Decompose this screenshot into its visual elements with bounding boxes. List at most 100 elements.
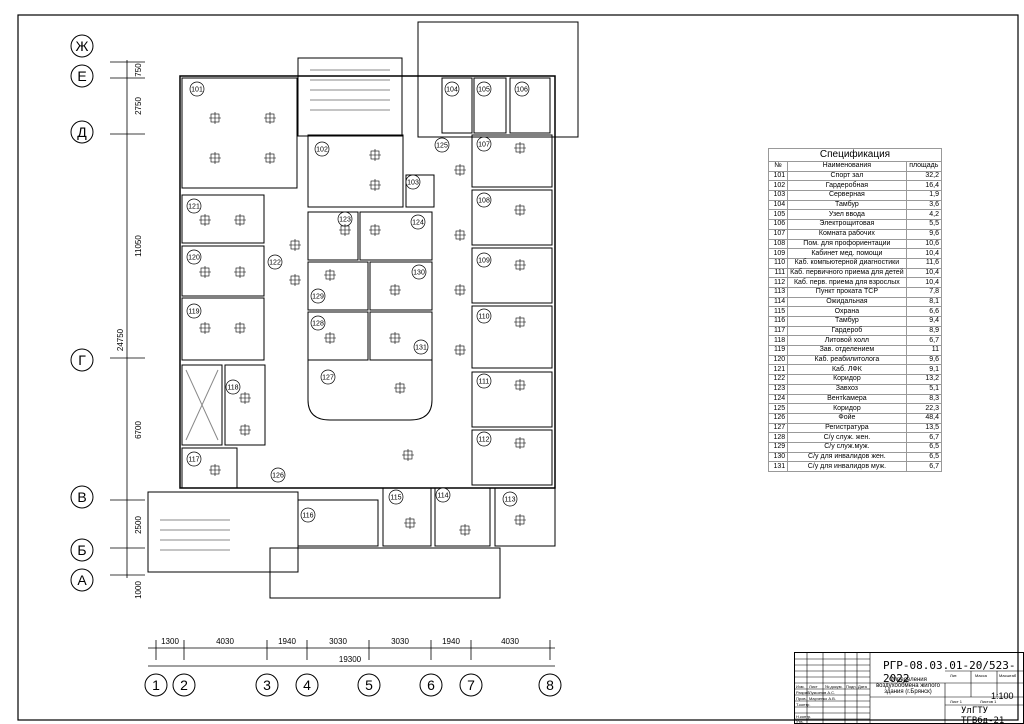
room-area: 13,5 [905, 422, 943, 434]
room-name: Охрана [787, 306, 907, 317]
room-name: Фойе [787, 412, 907, 424]
room-number: 121 [188, 204, 200, 211]
room-number: 102 [316, 147, 328, 154]
dimension-horizontal: 4030 [216, 637, 234, 646]
air-diffuser-icon [264, 112, 276, 124]
room-tag: 105 [476, 81, 492, 97]
list-label: Лист [809, 684, 818, 689]
sheets-label: Листов 1 [980, 699, 997, 704]
room-number: 116 [302, 513, 313, 520]
air-diffuser-icon [289, 239, 301, 251]
room-area: 9,4 [905, 316, 943, 327]
room-name: С/у для инвалидов жен. [787, 451, 907, 463]
room-area: 7,8 [905, 286, 943, 298]
axis-number: 1 [152, 677, 160, 693]
room-tag: 107 [476, 136, 492, 152]
room-number: 105 [478, 87, 490, 94]
room-number: 128 [312, 321, 324, 328]
room-tag: 101 [189, 81, 205, 97]
room-number: 102 [767, 180, 789, 192]
room-area: 6,5 [905, 441, 943, 453]
room-number: 114 [437, 493, 448, 500]
utv-label: Утв. [796, 719, 804, 724]
room-number: 117 [767, 325, 789, 337]
dimension-horizontal: 3030 [391, 637, 409, 646]
room-area: 3,6 [905, 199, 943, 211]
room-number: 119 [188, 309, 199, 316]
room-tag: 128 [310, 315, 326, 331]
axis-number-bubble: 3 [255, 673, 279, 697]
room-area: 10,4 [905, 248, 943, 259]
room-area: 10,4 [905, 267, 943, 279]
air-diffuser-icon [369, 149, 381, 161]
room-number: 126 [272, 473, 284, 480]
room-tag: 117 [186, 451, 202, 467]
air-diffuser-icon [209, 112, 221, 124]
room-tag: 111 [476, 373, 492, 389]
dimension-vertical: 2500 [134, 516, 143, 534]
room-area: 9,6 [905, 354, 943, 366]
axis-number: 7 [467, 677, 475, 693]
room-name: Тамбур [787, 316, 907, 327]
air-diffuser-icon [389, 284, 401, 296]
room-number: 123 [767, 383, 789, 395]
room-tag: 104 [444, 81, 460, 97]
room-area: 9,6 [905, 228, 943, 240]
axis-letter-bubble: Д [70, 120, 94, 144]
room-tag: 114 [435, 487, 451, 503]
axis-number: 2 [180, 677, 188, 693]
room-number: 106 [516, 87, 528, 94]
room-number: 127 [322, 375, 334, 382]
room-number: 124 [767, 393, 789, 405]
room-tag: 103 [405, 174, 421, 190]
spec-header-number: № [767, 161, 789, 172]
room-area: 1,9 [905, 190, 943, 201]
room-tag: 102 [314, 141, 330, 157]
air-diffuser-icon [454, 284, 466, 296]
dimension-horizontal: 1940 [278, 637, 296, 646]
room-tag: 129 [310, 288, 326, 304]
air-diffuser-icon [514, 316, 526, 328]
room-area: 10,4 [905, 277, 943, 288]
razrab-label: Разраб. [796, 690, 811, 695]
dimension-horizontal: 3030 [329, 637, 347, 646]
room-number: 131 [415, 345, 427, 352]
room-name: Кабинет мед. помощи [787, 248, 907, 259]
air-diffuser-icon [339, 224, 351, 236]
walls [147, 21, 579, 599]
room-number: 130 [767, 451, 789, 463]
room-area: 48,4 [905, 412, 943, 424]
room-number: 107 [767, 228, 789, 240]
room-number: 104 [767, 199, 789, 211]
air-diffuser-icon [239, 424, 251, 436]
spec-title: Спецификация [768, 148, 942, 162]
spec-header-area: площадь [905, 161, 943, 172]
dimension-vertical: 11050 [134, 235, 143, 257]
air-diffuser-icon [514, 142, 526, 154]
air-diffuser-icon [199, 266, 211, 278]
dimension-horizontal: 1940 [442, 637, 460, 646]
axis-number-bubble: 5 [357, 673, 381, 697]
room-area: 6,7 [905, 432, 943, 443]
room-number: 108 [478, 198, 490, 205]
dimension-vertical: 750 [134, 63, 143, 77]
room-tag: 115 [388, 489, 404, 505]
room-name: Зав. отделением [787, 345, 907, 356]
room-number: 124 [412, 220, 424, 227]
room-tag: 127 [320, 369, 336, 385]
room-name: Гардероб [787, 325, 907, 337]
room-name: Каб. перв. приема для взрослых [787, 277, 907, 288]
